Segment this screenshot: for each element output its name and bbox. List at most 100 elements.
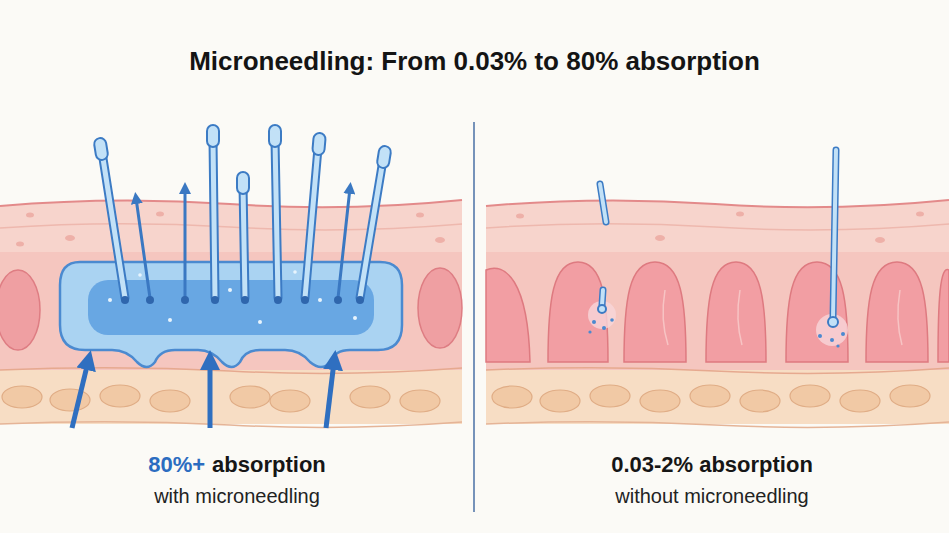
panel-caption: with microneedling [154,484,320,508]
fat-cell [400,390,440,412]
fat-cell [492,386,532,408]
needle-body [275,140,278,298]
needle-body [305,148,318,298]
absorption-core [88,280,374,335]
hypodermis [486,370,949,424]
cell-dot [655,235,665,241]
needles-left [93,125,391,304]
dot [841,332,845,336]
needle-tip [828,317,838,327]
layer-line [486,368,949,374]
panel-caption: 0.03-2% absorption [611,452,813,478]
fat-cell [230,386,270,408]
spot-halo [816,314,848,346]
cell-dot [916,212,924,217]
skin-right [486,200,949,427]
papilla-streaks [663,290,902,345]
cell-dot [736,212,744,217]
dot [228,288,232,292]
needle [360,145,392,298]
needle-outline [602,290,603,305]
streak [738,290,742,345]
cell-dots [516,212,924,244]
dot [138,273,142,277]
needle-hole [181,296,189,304]
papilla [486,268,530,362]
fat-cell [2,386,42,408]
cell-dot [435,237,445,243]
needle-head [312,133,326,156]
needle [93,137,125,298]
label-row: 80%+ absorption [148,452,326,478]
dot [353,316,357,320]
cell-dot [156,212,164,217]
dot [818,334,822,338]
needle-hole [121,296,129,304]
fat-cell [270,390,310,412]
absorption-arrow [72,362,88,428]
dot [108,298,112,302]
fat-cells [2,385,440,412]
needle-head [237,172,249,194]
cell-dot [516,214,524,219]
fat-cell [690,385,730,407]
label-row: without microneedling [615,484,808,508]
layer-line [0,368,462,374]
needle-head [93,137,108,161]
dot [588,330,591,333]
absorption-arrow [326,362,334,428]
skin-left [0,200,462,427]
layer-line [0,422,462,428]
fat-cell [740,390,780,412]
needle-hole [301,296,309,304]
needle-head [269,125,281,147]
needles-right [598,150,838,327]
needle-body [213,140,215,298]
panel-caption: 80%+ [148,452,205,478]
needle-arrow [184,188,187,298]
needle-body [600,184,606,222]
needle-outline [102,152,125,298]
epidermis [0,200,462,252]
skin-surface [486,200,949,207]
panel-caption: without microneedling [615,484,808,508]
papilla [706,262,766,362]
panel-caption: absorption [212,452,326,478]
dot [836,344,839,347]
dot [293,270,297,274]
needle-body [602,290,603,305]
cell-dot [26,213,34,218]
dot [610,318,614,322]
needle-body [360,160,383,298]
papilla [548,262,608,362]
absorption-arrows [72,362,334,428]
cell-dot [875,237,885,243]
needle-hole [146,296,154,304]
needle-outline [275,140,278,298]
papilla [786,262,848,362]
fat-cell [100,385,140,407]
needle-outline [213,140,215,298]
epidermis [486,200,949,252]
absorption-arrow [208,362,213,428]
needle [207,125,219,298]
cell-dot [416,213,424,218]
papilla [938,270,949,362]
needle [237,172,249,298]
needle-hole [356,296,364,304]
needle-head [376,145,391,169]
epidermis-line [0,224,462,230]
diagram-title: Microneedling: From 0.03% to 80% absorpt… [0,46,949,77]
needle-outline [833,150,836,318]
absorption-pool [60,262,402,367]
needle-outline [243,185,245,298]
dot [602,326,606,330]
pool-dots [108,270,357,324]
needle-outline [305,148,318,298]
dermis [486,252,949,370]
needle-body [243,185,245,298]
dot [830,338,834,342]
fat-cell [640,390,680,412]
needle [305,133,326,298]
needle-body [102,152,125,298]
